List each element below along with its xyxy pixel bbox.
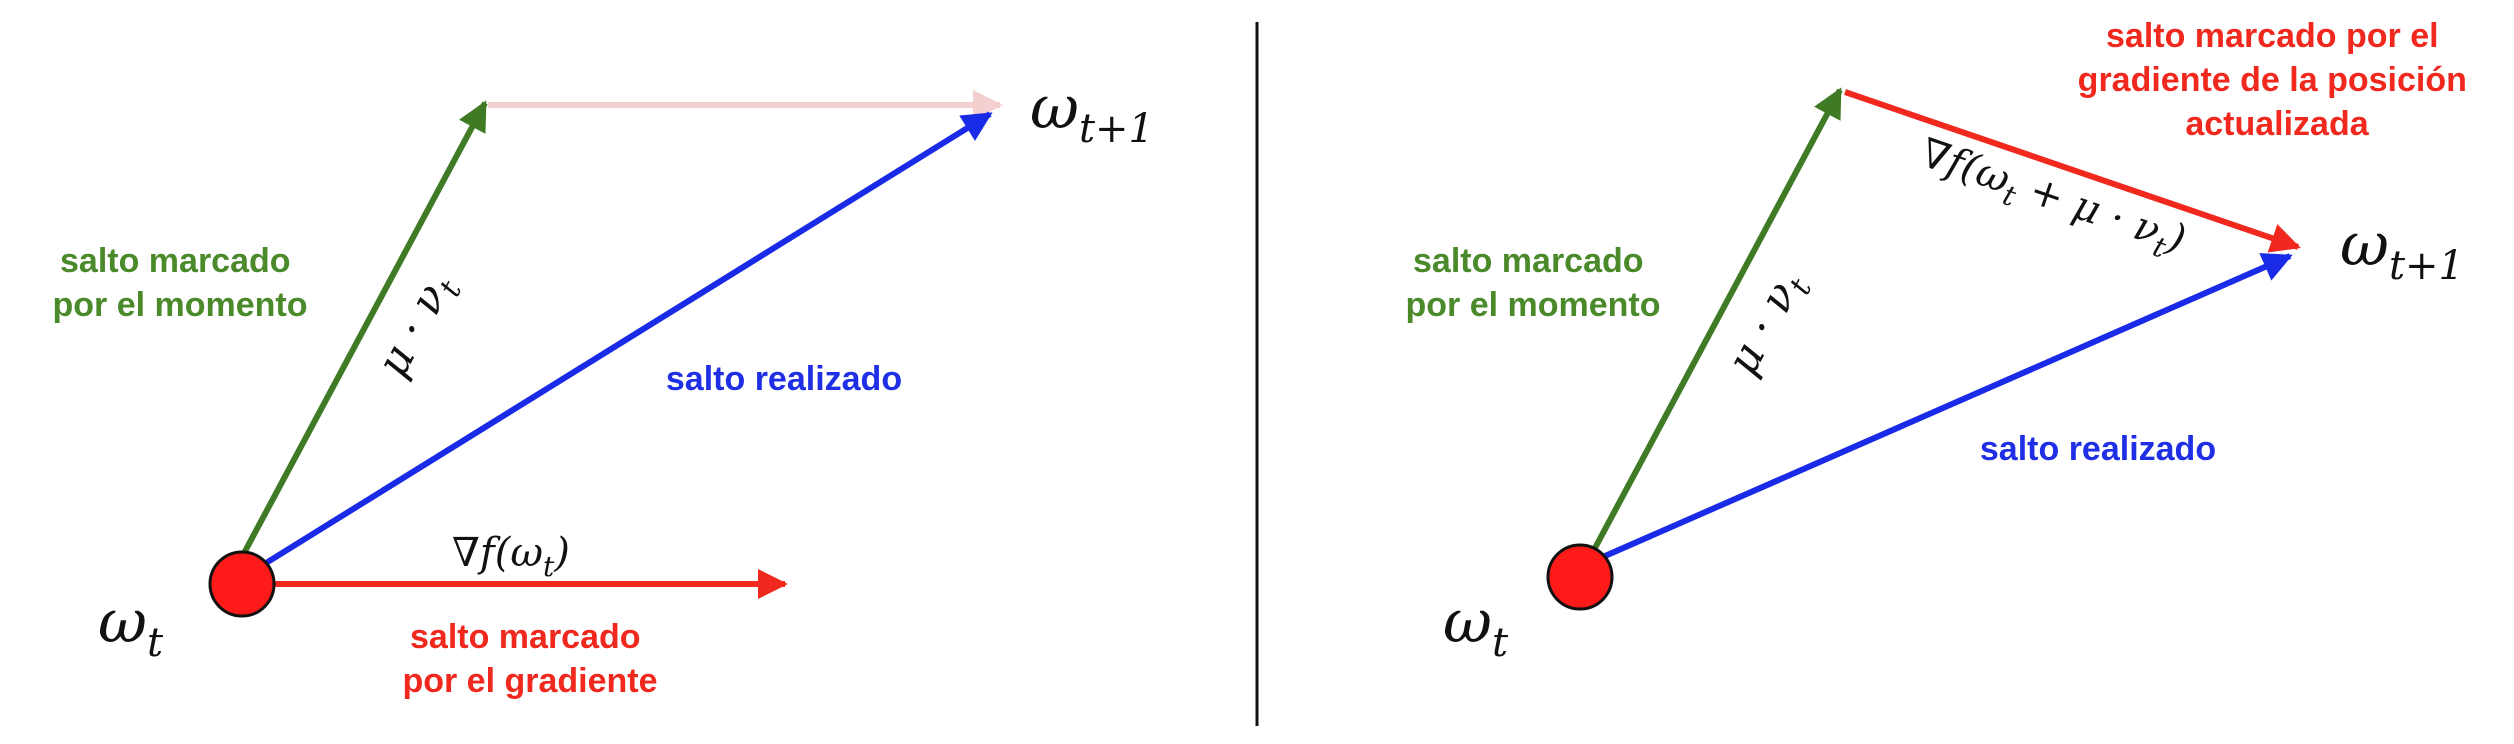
lookahead-gradient-vector-label: ∇f(ωt + μ · νt) bbox=[1912, 130, 2191, 270]
realized-step-arrow bbox=[256, 111, 993, 571]
lookahead-gradient-arrow bbox=[1844, 89, 2301, 253]
left-panel-classical-momentum: ωt ωt+1 salto marcado por el momento μ ·… bbox=[52, 73, 1154, 700]
current-point-label: ωt bbox=[1443, 587, 1509, 666]
realized-step-arrow bbox=[1603, 253, 2293, 559]
current-point-marker bbox=[1546, 543, 1614, 611]
realized-caption: salto realizado bbox=[666, 360, 902, 398]
momentum-caption: salto marcado por el momento bbox=[52, 242, 307, 324]
momentum-vector-label: μ · νt bbox=[1717, 262, 1820, 387]
gradient-caption: salto marcado por el gradiente bbox=[402, 618, 657, 700]
momentum-arrow bbox=[240, 100, 488, 557]
next-point-label: ωt+1 bbox=[2340, 210, 2464, 289]
right-panel-nesterov-momentum: ωt ωt+1 salto marcado por el momento μ ·… bbox=[1405, 17, 2477, 666]
realized-caption: salto realizado bbox=[1980, 430, 2216, 468]
momentum-caption: salto marcado por el momento bbox=[1405, 242, 1660, 324]
gradient-vector-label: ∇f(ωt) bbox=[452, 530, 570, 583]
momentum-arrow bbox=[1592, 87, 1843, 550]
current-point-label: ωt bbox=[98, 587, 164, 666]
momentum-vector-label: μ · νt bbox=[367, 264, 470, 389]
current-point-marker bbox=[208, 550, 276, 618]
lookahead-gradient-caption: salto marcado por el gradiente de la pos… bbox=[2078, 17, 2477, 143]
next-point-label: ωt+1 bbox=[1030, 73, 1154, 152]
